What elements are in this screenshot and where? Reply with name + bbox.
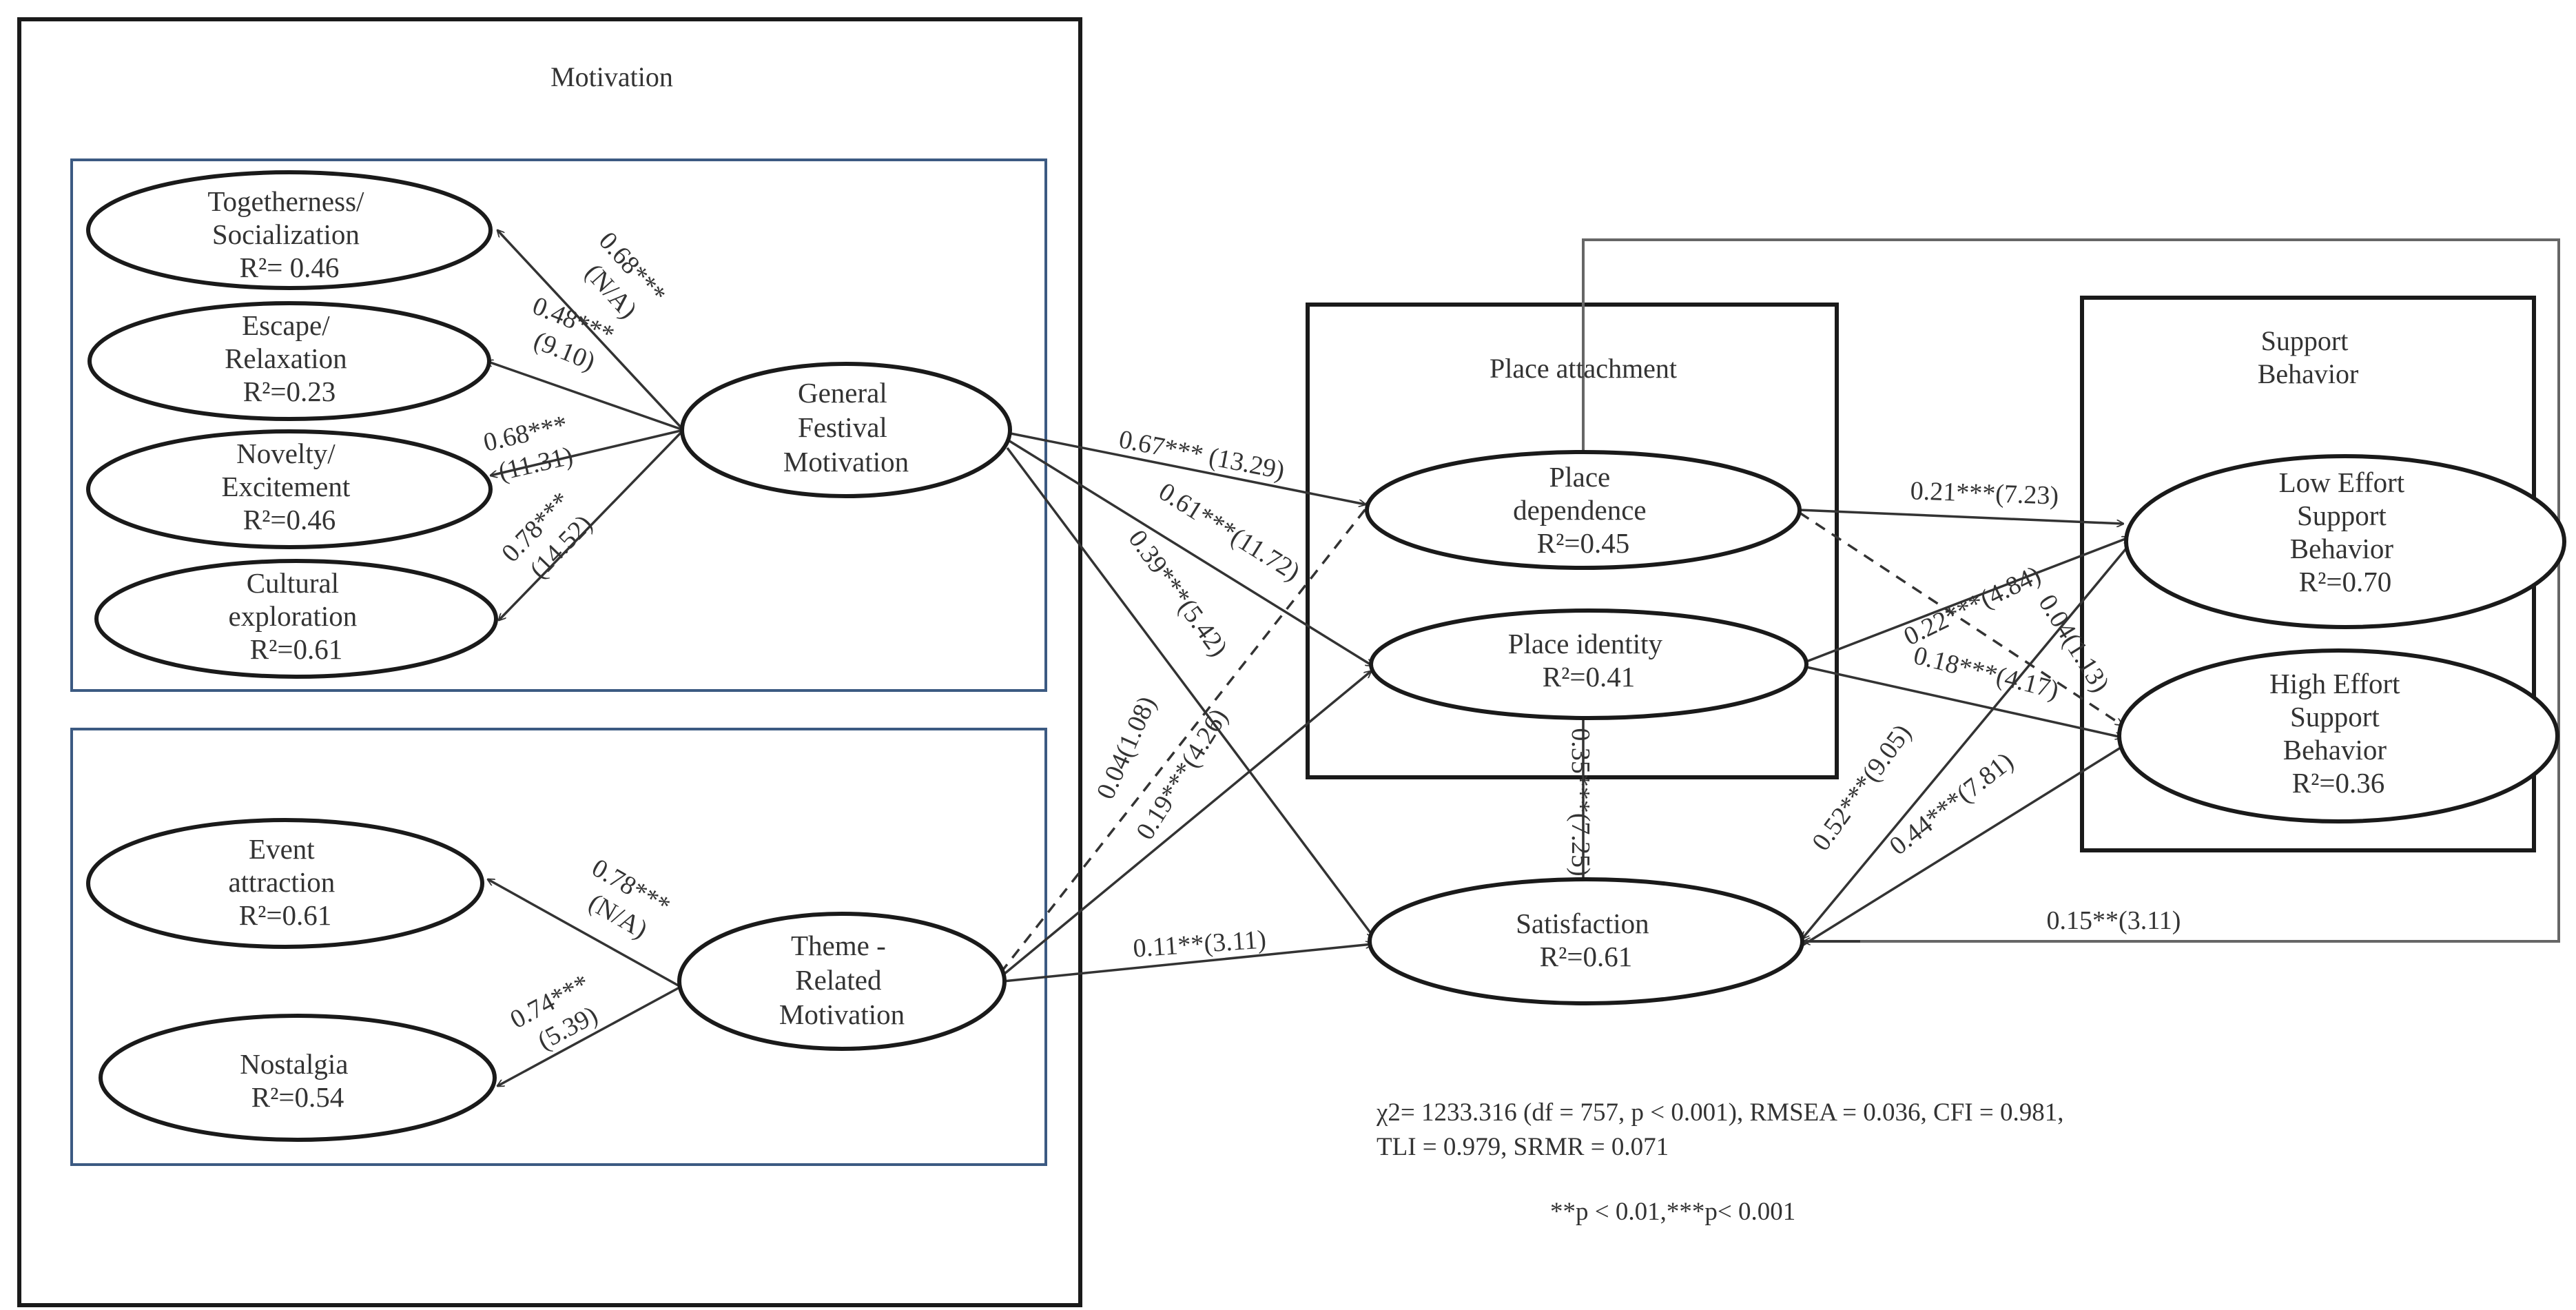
edge-general-to-satisfaction xyxy=(1006,447,1374,937)
svg-text:Satisfaction R²=0.61: Satisfaction R²=0.61 xyxy=(1516,908,1656,972)
motivation-title: Motivation xyxy=(550,61,673,92)
node-general-festival-motivation: General Festival Motivation xyxy=(680,362,1012,498)
edge-general-to-escape xyxy=(486,361,684,431)
significance-note: **p < 0.01,***p< 0.001 xyxy=(1550,1198,1795,1226)
label-general-novelty: 0.68*** (11.31) xyxy=(481,409,584,489)
label-general-cultural: 0.78*** (14.52) xyxy=(496,482,604,590)
svg-text:General Festival M: General Festival Motivation xyxy=(783,377,909,478)
svg-text:Nostalgia R²=0.54: Nostalgia R²=0.54 xyxy=(240,1048,355,1113)
edge-general-to-place-dependence xyxy=(1007,431,1366,504)
node-place-identity: Place identity R²=0.41 xyxy=(1369,608,1809,720)
edge-theme-to-place-identity xyxy=(999,671,1371,979)
svg-text:Cultural exploration: Cultural exploration R²=0.61 xyxy=(229,567,364,665)
edge-general-to-novelty xyxy=(491,429,684,475)
svg-text:Place dependence R: Place dependence R²=0.45 xyxy=(1513,461,1653,559)
label-feedback-satisfaction: 0.15**(3.11) xyxy=(2047,906,2181,935)
theme-motivation-panel xyxy=(70,728,1047,1166)
place-attachment-title: Place attachment xyxy=(1490,353,1677,384)
node-high-effort-support-behavior: High Effort Support Behavior R²=0.36 xyxy=(2117,648,2559,823)
node-novelty: Novelty/ Excitement R²=0.46 xyxy=(86,429,493,549)
label-satisfaction-high-effort: 0.44***(7.81) xyxy=(1884,747,2019,861)
model-fit: χ2= 1233.316 (df = 757, p < 0.001), RMSE… xyxy=(1376,1098,2063,1226)
edge-general-to-place-identity xyxy=(1007,438,1372,666)
svg-text:Novelty/ Excitement: Novelty/ Excitement R²=0.46 xyxy=(222,438,358,535)
edge-satisfaction-to-low-effort xyxy=(1802,540,2133,939)
edge-theme-to-place-dependence xyxy=(999,500,1372,974)
node-place-dependence: Place dependence R²=0.45 xyxy=(1365,450,1802,570)
label-theme-nostalgia: 0.74*** (5.39) xyxy=(506,966,615,1063)
general-motivation-panel xyxy=(70,158,1047,692)
satisfaction-feedback-loop xyxy=(1582,238,2560,943)
label-theme-place-dependence: 0.04(1.08) xyxy=(1091,692,1162,804)
node-low-effort-support-behavior: Low Effort Support Behavior R²=0.70 xyxy=(2124,454,2566,629)
label-general-place-dependence: 0.67*** (13.29) xyxy=(1117,424,1287,485)
node-togetherness: Togetherness/ Socialization R²= 0.46 xyxy=(86,170,493,290)
fit-line-2: TLI = 0.979, SRMR = 0.071 xyxy=(1377,1133,1669,1161)
svg-text:High Effort Support: High Effort Support Behavior R²=0.36 xyxy=(2269,668,2407,799)
edge-general-to-cultural xyxy=(499,429,685,620)
node-satisfaction: Satisfaction R²=0.61 xyxy=(1368,877,1804,1005)
node-cultural: Cultural exploration R²=0.61 xyxy=(94,559,498,679)
node-nostalgia: Nostalgia R²=0.54 xyxy=(99,1014,497,1142)
label-place-identity-low-effort: 0.22***(4.84) xyxy=(1899,560,2046,651)
label-place-identity-satisfaction: 0.35***(7.25) xyxy=(1566,728,1595,876)
svg-text:Togetherness/ Socializat: Togetherness/ Socialization R²= 0.46 xyxy=(207,185,371,283)
svg-text:Place identity R²=0.41: Place identity R²=0.41 xyxy=(1508,628,1670,693)
path-edges xyxy=(486,230,2133,1087)
svg-text:Theme - Related Mo: Theme - Related Motivation xyxy=(779,930,905,1030)
node-escape: Escape/ Relaxation R²=0.23 xyxy=(87,301,491,421)
support-behavior-title: Support Behavior xyxy=(2258,325,2359,389)
label-theme-event: 0.78*** (N/A) xyxy=(571,853,681,952)
edge-theme-to-satisfaction xyxy=(1002,944,1372,983)
edge-general-to-togetherness xyxy=(497,230,685,431)
node-event-attraction: Event attraction R²=0.61 xyxy=(86,818,484,949)
edge-place-dependence-to-low-effort xyxy=(1799,509,2123,524)
node-theme-related-motivation: Theme - Related Motivation xyxy=(677,912,1007,1051)
edge-satisfaction-to-high-effort xyxy=(1802,744,2126,947)
edge-theme-to-nostalgia xyxy=(497,985,681,1087)
svg-text:Low Effort Support: Low Effort Support Behavior R²=0.70 xyxy=(2279,467,2412,597)
label-place-dependence-low-effort: 0.21***(7.23) xyxy=(1910,476,2059,510)
svg-text:Escape/ Relaxation: Escape/ Relaxation R²=0.23 xyxy=(225,309,354,407)
fit-line-1: χ2= 1233.316 (df = 757, p < 0.001), RMSE… xyxy=(1376,1098,2063,1127)
motivation-frame xyxy=(17,17,1082,1307)
edge-theme-to-event xyxy=(488,878,681,988)
svg-text:Event attraction R: Event attraction R²=0.61 xyxy=(228,833,342,931)
